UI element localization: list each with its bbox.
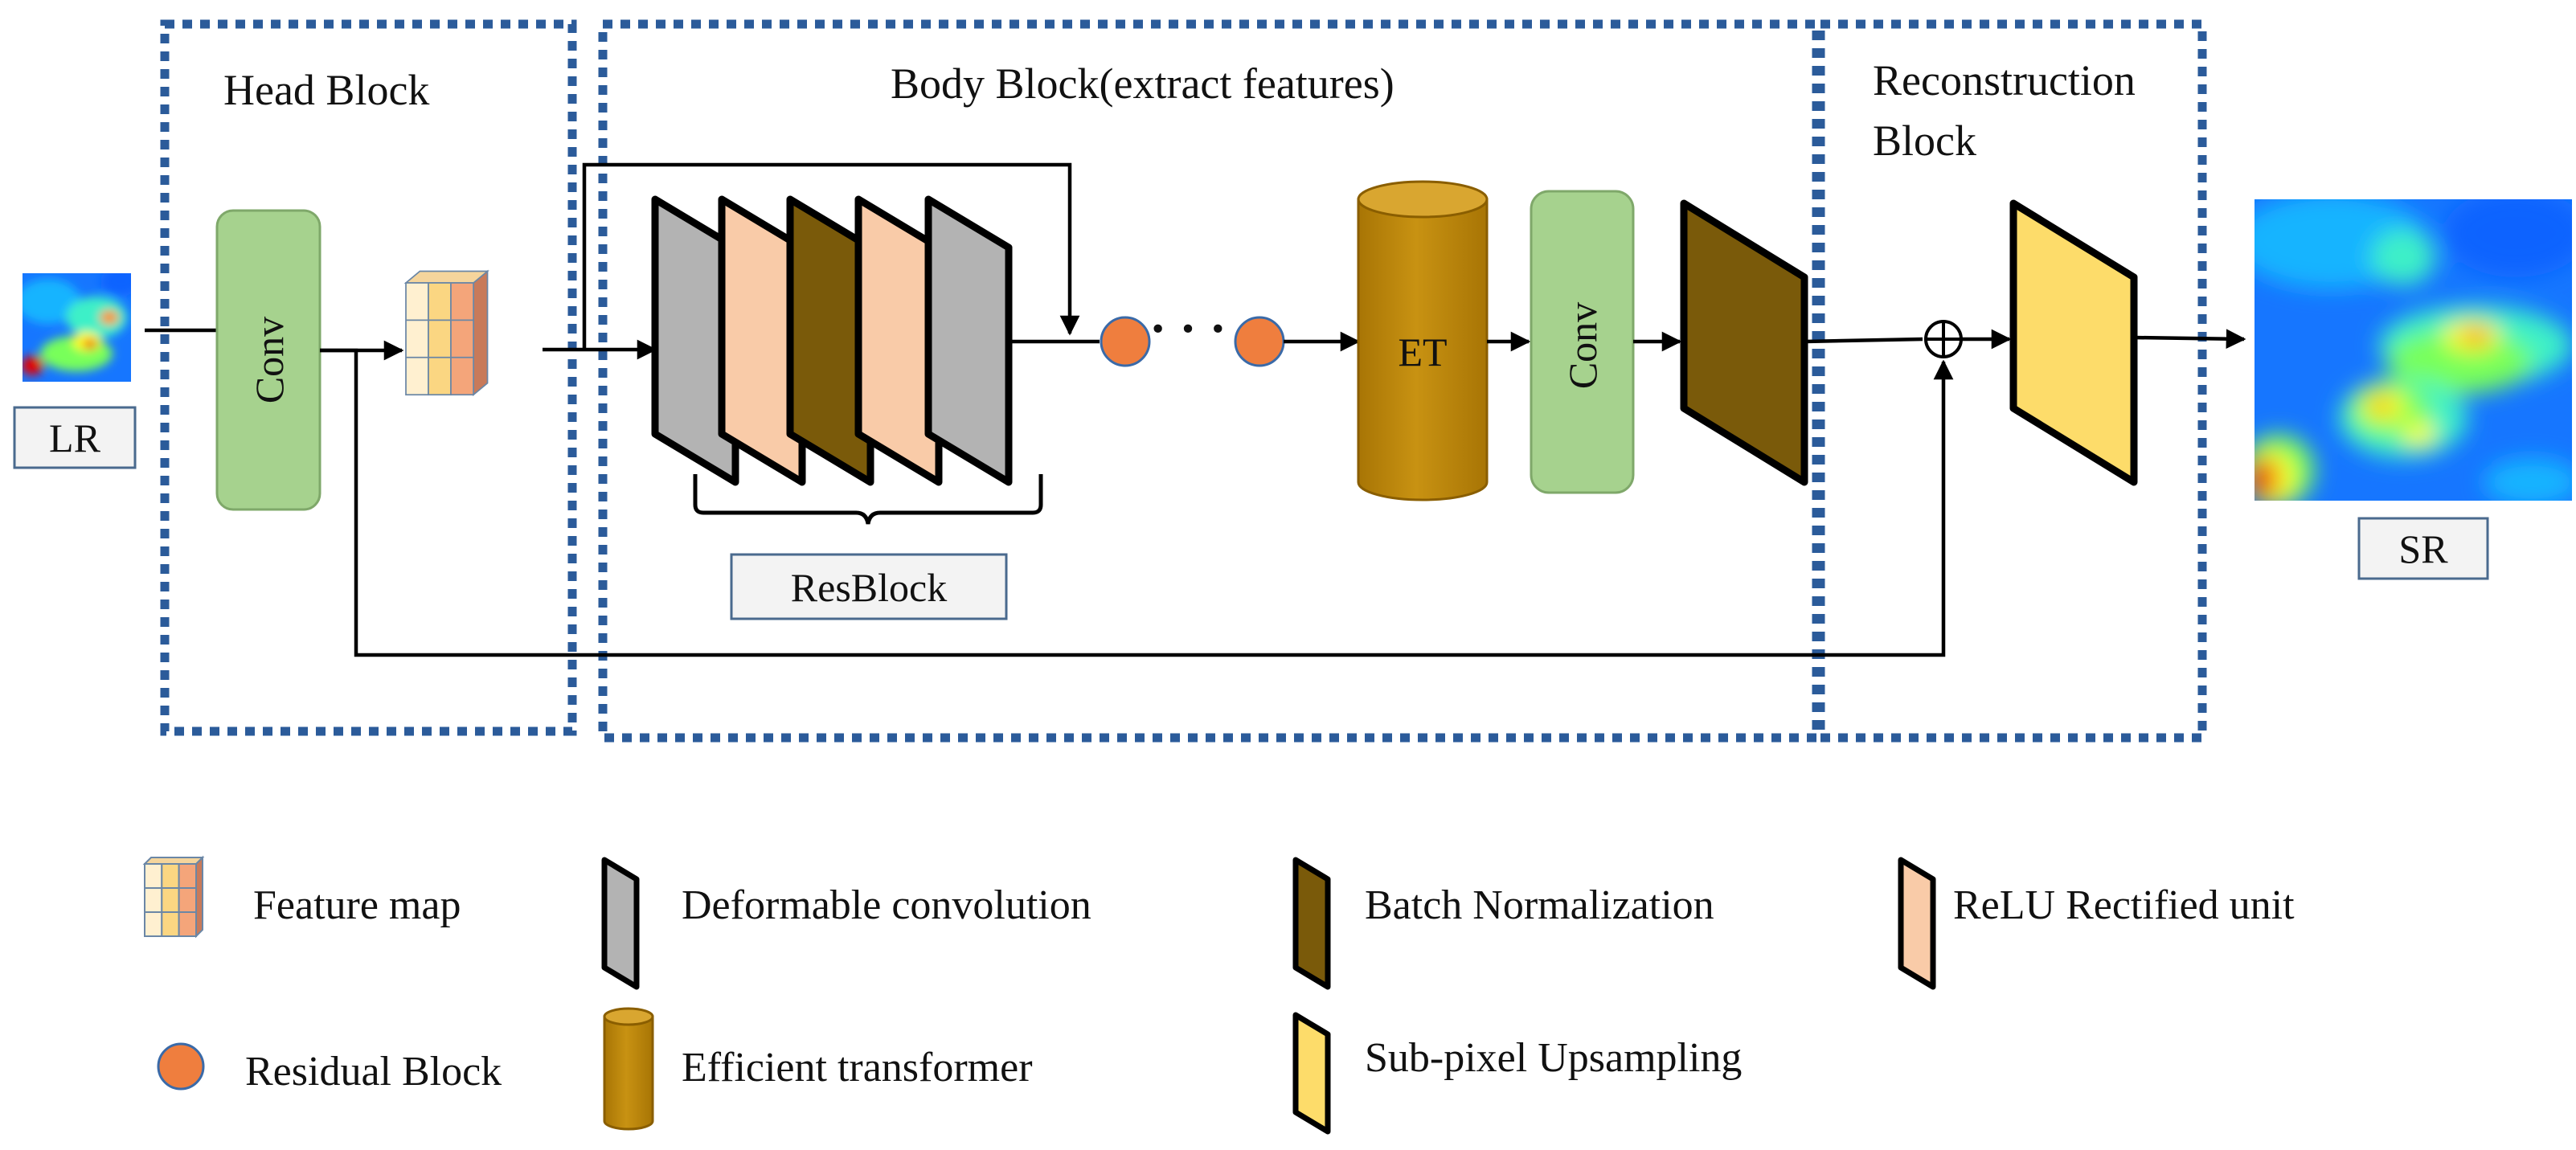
et-label: ET <box>1398 329 1447 374</box>
head-conv-label: Conv <box>247 317 292 403</box>
head-block-title: Head Block <box>223 66 429 114</box>
resblock-label: ResBlock <box>791 565 947 610</box>
residual-block-circle-2 <box>1234 316 1285 367</box>
reconstruction-block-title: Reconstruction <box>1873 56 2136 104</box>
sr-label: SR <box>2398 526 2448 571</box>
body-block-title: Body Block(extract features) <box>891 59 1394 108</box>
legend-feature-map-icon <box>142 855 205 939</box>
ellipsis: · · · <box>1149 300 1227 357</box>
wire-bn-to-sum <box>1804 337 1923 344</box>
lr-label-box <box>13 406 137 469</box>
residual-block-circle-1 <box>1100 316 1151 367</box>
legend-feature-map-label: Feature map <box>253 882 461 928</box>
head-conv-box <box>215 209 321 511</box>
legend-subpixel-label: Sub-pixel Upsampling <box>1365 1035 1742 1081</box>
body-bn-slab <box>1680 199 1808 486</box>
sr-output-image <box>2255 199 2572 501</box>
body-block-frame <box>598 19 1821 743</box>
legend-batch-norm-label: Batch Normalization <box>1365 882 1714 928</box>
wire-subpixel-to-sr <box>2133 329 2246 350</box>
legend-relu-icon <box>1898 857 1936 990</box>
legend-deformable-conv-label: Deformable convolution <box>682 882 1091 928</box>
reconstruction-block-title-line2: Block <box>1873 117 1976 165</box>
et-cylinder <box>1357 180 1489 501</box>
head-block-frame <box>160 19 577 736</box>
resblock-label-box <box>730 553 1008 620</box>
wire-global-skip <box>320 348 1954 657</box>
legend-relu-label: ReLU Rectified unit <box>1953 882 2295 928</box>
sr-label-box <box>2357 517 2489 580</box>
legend-batch-norm-icon <box>1292 857 1331 990</box>
legend-deformable-conv-icon <box>601 857 640 990</box>
resblock-brace <box>693 474 1043 525</box>
legend-efficient-transformer-icon <box>603 1007 654 1131</box>
resblock-layers <box>651 195 1013 486</box>
subpixel-slab <box>2009 199 2138 486</box>
body-conv-label: Conv <box>1560 302 1605 389</box>
legend-efficient-transformer-label: Efficient transformer <box>682 1045 1033 1091</box>
wire-resblock-skip <box>582 162 1080 350</box>
legend-subpixel-icon <box>1292 1012 1331 1135</box>
lr-label: LR <box>49 415 101 460</box>
feature-map-icon <box>403 269 489 397</box>
legend-residual-block-icon <box>157 1042 205 1091</box>
lr-input-image <box>23 273 131 382</box>
legend-residual-block-label: Residual Block <box>245 1049 502 1095</box>
sum-junction-icon <box>1924 320 1963 358</box>
legend: Feature map Deformable convolution Batch… <box>142 855 2295 1135</box>
